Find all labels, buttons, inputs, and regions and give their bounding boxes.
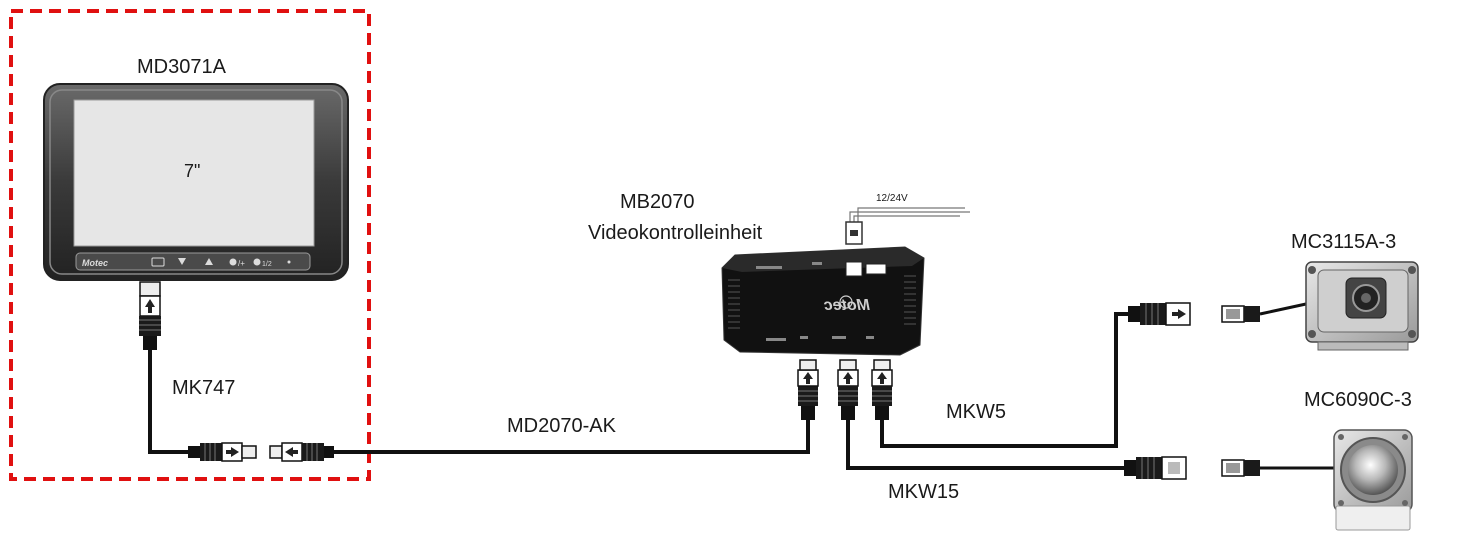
monitor-model-label: MD3071A <box>137 56 226 78</box>
power-wires <box>845 207 970 245</box>
monitor-screen <box>73 99 315 247</box>
camera-mc6090c-3 <box>1221 429 1413 531</box>
cable-md2070-ak-label: MD2070-AK <box>507 415 616 437</box>
control-unit-description-label: Videokontrolleinheit <box>588 222 763 244</box>
cable-mk747 <box>139 281 257 462</box>
cable-mkw5-label: MKW5 <box>946 401 1006 423</box>
svg-text:Motec: Motec <box>824 297 870 314</box>
monitor-md3071a: Motec /+ 1/2 <box>43 83 349 281</box>
svg-text:/+: /+ <box>238 259 245 268</box>
monitor-screen-size-label: 7" <box>184 161 201 181</box>
cable-md2070-ak <box>269 359 819 462</box>
monitor-button-strip <box>75 252 311 271</box>
monitor-highlight-frame <box>9 9 371 481</box>
cable-mkw5 <box>880 302 1191 448</box>
control-unit-mb2070: Motec <box>721 207 970 356</box>
svg-text:Motec: Motec <box>82 258 108 268</box>
cable-mkw15-label: MKW15 <box>888 481 960 503</box>
control-unit-model-label: MB2070 <box>620 191 695 213</box>
monitor-buttons: Motec /+ 1/2 <box>82 257 291 268</box>
camera-mc6090c-3-label: MC6090C-3 <box>1304 389 1412 411</box>
cable-mkw15 <box>846 420 1187 480</box>
power-voltage-label: 12/24V <box>876 193 908 204</box>
cable-mk747-label: MK747 <box>172 377 236 399</box>
camera-mc3115a-3-label: MC3115A-3 <box>1291 231 1397 253</box>
unit-output-connectors <box>837 359 893 420</box>
camera-mc3115a-3 <box>1221 261 1419 351</box>
svg-text:1/2: 1/2 <box>262 261 272 268</box>
